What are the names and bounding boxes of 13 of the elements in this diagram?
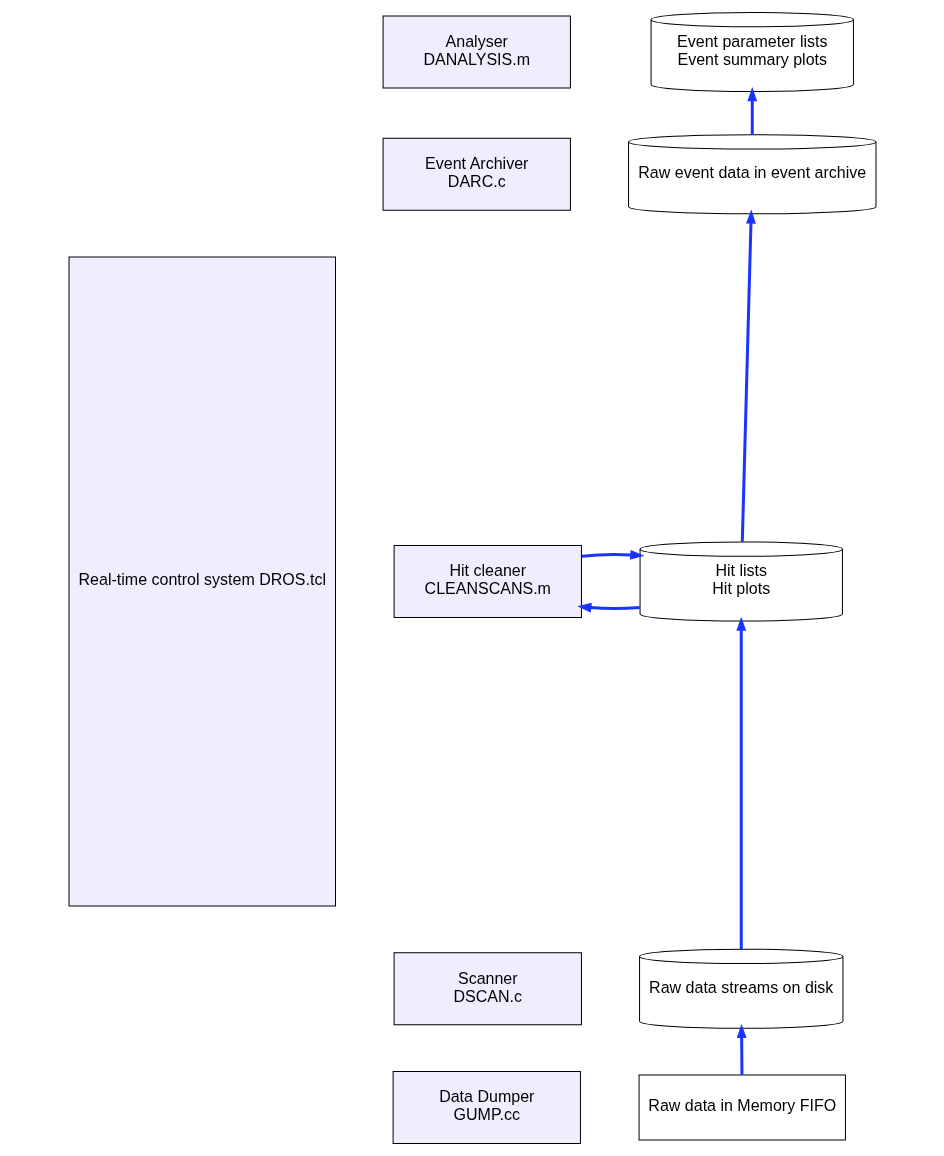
node-box: Data Dumper GUMP.cc bbox=[392, 1070, 581, 1145]
arrow bbox=[736, 1023, 747, 1075]
node-box: Analyser DANALYSIS.m bbox=[382, 15, 571, 89]
arrow bbox=[581, 549, 644, 560]
arrow bbox=[735, 616, 746, 949]
node-box: Event Archiver DARC.c bbox=[382, 137, 571, 211]
node-box: Real-time control system DROS.tcl bbox=[68, 256, 336, 907]
node-box: Scanner DSCAN.c bbox=[393, 952, 582, 1026]
node-box: Hit cleaner CLEANSCANS.m bbox=[393, 544, 582, 619]
node-box: Raw data in Memory FIFO bbox=[638, 1074, 846, 1141]
arrow bbox=[746, 87, 757, 135]
arrow bbox=[576, 602, 640, 613]
arrow bbox=[740, 209, 756, 542]
